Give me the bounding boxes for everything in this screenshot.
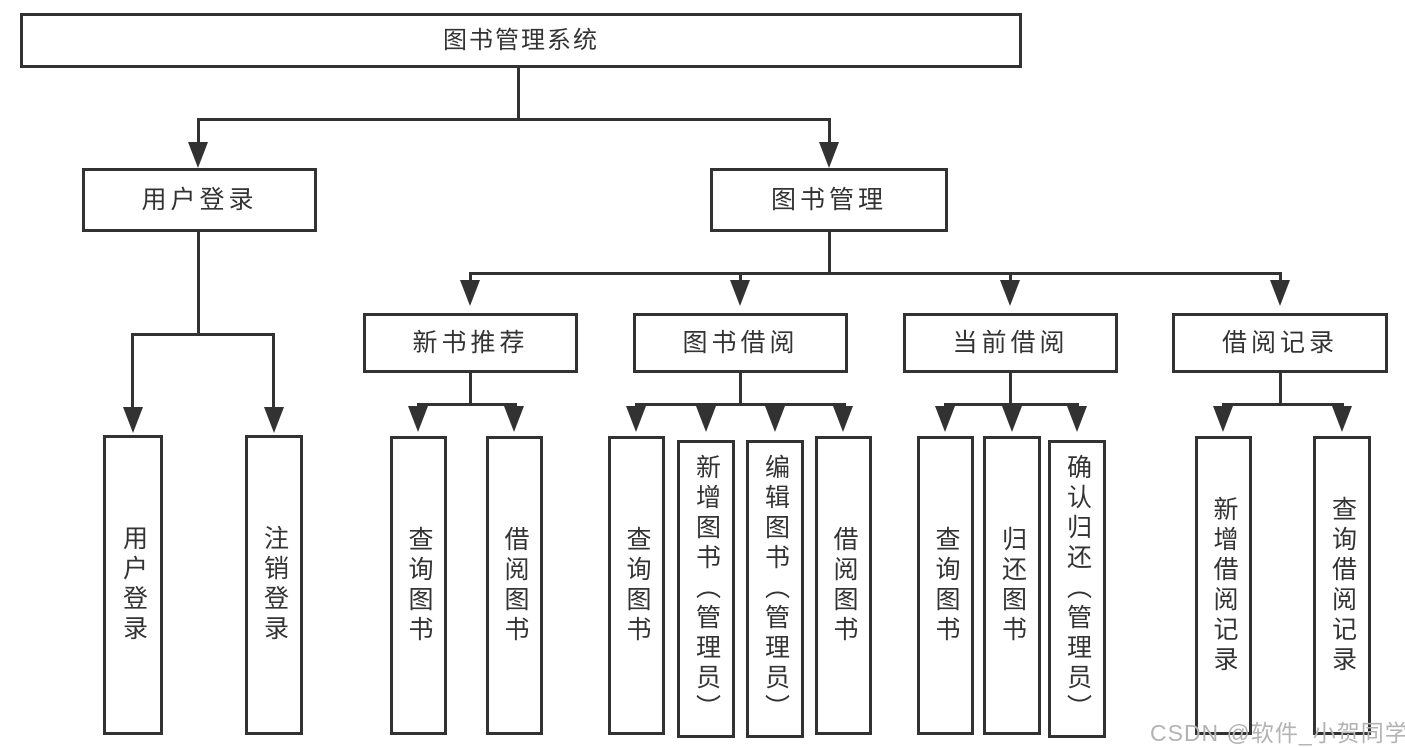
node-label: 查询图书 — [623, 525, 651, 646]
leaf-cb-return-books: 归还图书 — [983, 436, 1041, 735]
node-book-management: 图书管理 — [710, 168, 948, 232]
arrowhead-down-icon — [264, 407, 284, 433]
connector — [828, 118, 831, 146]
node-label: 当前借阅 — [952, 328, 1069, 357]
leaf-cb-confirm-return-admin: 确认归还（管理员） — [1048, 440, 1106, 738]
connector — [1222, 403, 1344, 406]
leaf-user-login: 用户登录 — [103, 435, 163, 735]
connector — [469, 373, 472, 406]
node-label: 借阅图书 — [830, 525, 858, 646]
arrowhead-down-icon — [765, 406, 785, 432]
arrowhead-down-icon — [819, 142, 839, 168]
connector — [739, 272, 742, 282]
leaf-bb-borrow-books: 借阅图书 — [815, 436, 872, 735]
node-label: 查询图书 — [405, 525, 433, 646]
connector — [131, 333, 275, 336]
node-current-borrowing: 当前借阅 — [903, 313, 1118, 373]
arrowhead-down-icon — [408, 406, 428, 432]
arrowhead-down-icon — [1002, 406, 1022, 432]
connector — [944, 403, 1079, 406]
arrowhead-down-icon — [1270, 280, 1290, 306]
connector — [272, 333, 275, 409]
node-label: 查询借阅记录 — [1328, 495, 1357, 676]
connector — [131, 333, 134, 409]
arrowhead-down-icon — [1213, 406, 1233, 432]
connector — [1279, 272, 1282, 282]
node-label: 新增借阅记录 — [1210, 495, 1238, 676]
arrowhead-down-icon — [833, 406, 853, 432]
connector — [197, 232, 200, 336]
node-borrowing-records: 借阅记录 — [1172, 313, 1388, 373]
connector — [197, 118, 831, 121]
arrowhead-down-icon — [188, 142, 208, 168]
connector — [197, 118, 200, 146]
node-label: 新书推荐 — [412, 328, 529, 357]
node-book-borrowing: 图书借阅 — [633, 313, 848, 373]
leaf-bb-edit-books-admin: 编辑图书（管理员） — [746, 440, 804, 738]
connector — [739, 373, 742, 406]
connector — [517, 68, 520, 121]
leaf-cb-query-books: 查询图书 — [917, 436, 974, 735]
arrowhead-down-icon — [504, 406, 524, 432]
connector — [469, 272, 1281, 275]
node-user-login: 用户登录 — [82, 168, 317, 232]
arrowhead-down-icon — [460, 280, 480, 306]
node-label: 查询图书 — [932, 525, 960, 646]
node-label: 新增图书（管理员） — [692, 454, 721, 724]
connector — [469, 272, 472, 282]
arrowhead-down-icon — [626, 406, 646, 432]
leaf-bb-add-books-admin: 新增图书（管理员） — [677, 440, 735, 738]
node-label: 图书管理系统 — [443, 26, 599, 54]
leaf-br-add-record: 新增借阅记录 — [1195, 436, 1252, 735]
arrowhead-down-icon — [1067, 406, 1087, 432]
node-label: 注销登录 — [260, 525, 289, 645]
arrowhead-down-icon — [123, 407, 143, 433]
arrowhead-down-icon — [1332, 406, 1352, 432]
arrowhead-down-icon — [1000, 280, 1020, 306]
node-label: 图书借阅 — [682, 328, 799, 357]
arrowhead-down-icon — [730, 280, 750, 306]
node-label: 确认归还（管理员） — [1063, 454, 1092, 724]
leaf-logout: 注销登录 — [245, 435, 303, 735]
connector — [417, 403, 517, 406]
connector — [1009, 373, 1012, 406]
connector — [1009, 272, 1012, 282]
connector — [635, 403, 846, 406]
node-label: 编辑图书（管理员） — [761, 454, 790, 724]
connector — [1279, 373, 1282, 406]
connector — [828, 232, 831, 275]
node-label: 用户登录 — [141, 185, 258, 214]
node-library-system: 图书管理系统 — [20, 13, 1022, 68]
leaf-nb-borrow-books: 借阅图书 — [486, 436, 543, 735]
node-label: 归还图书 — [998, 525, 1027, 646]
leaf-nb-query-books: 查询图书 — [390, 436, 447, 735]
node-label: 用户登录 — [119, 525, 148, 645]
node-label: 借阅记录 — [1221, 328, 1338, 357]
node-label: 借阅图书 — [501, 525, 529, 646]
node-label: 图书管理 — [770, 185, 887, 214]
arrowhead-down-icon — [935, 406, 955, 432]
watermark: CSDN @软件_小贺同学 — [1150, 720, 1405, 746]
leaf-bb-query-books: 查询图书 — [608, 436, 665, 735]
node-new-book-recommend: 新书推荐 — [363, 313, 578, 373]
arrowhead-down-icon — [696, 406, 716, 432]
leaf-br-query-record: 查询借阅记录 — [1313, 436, 1371, 735]
